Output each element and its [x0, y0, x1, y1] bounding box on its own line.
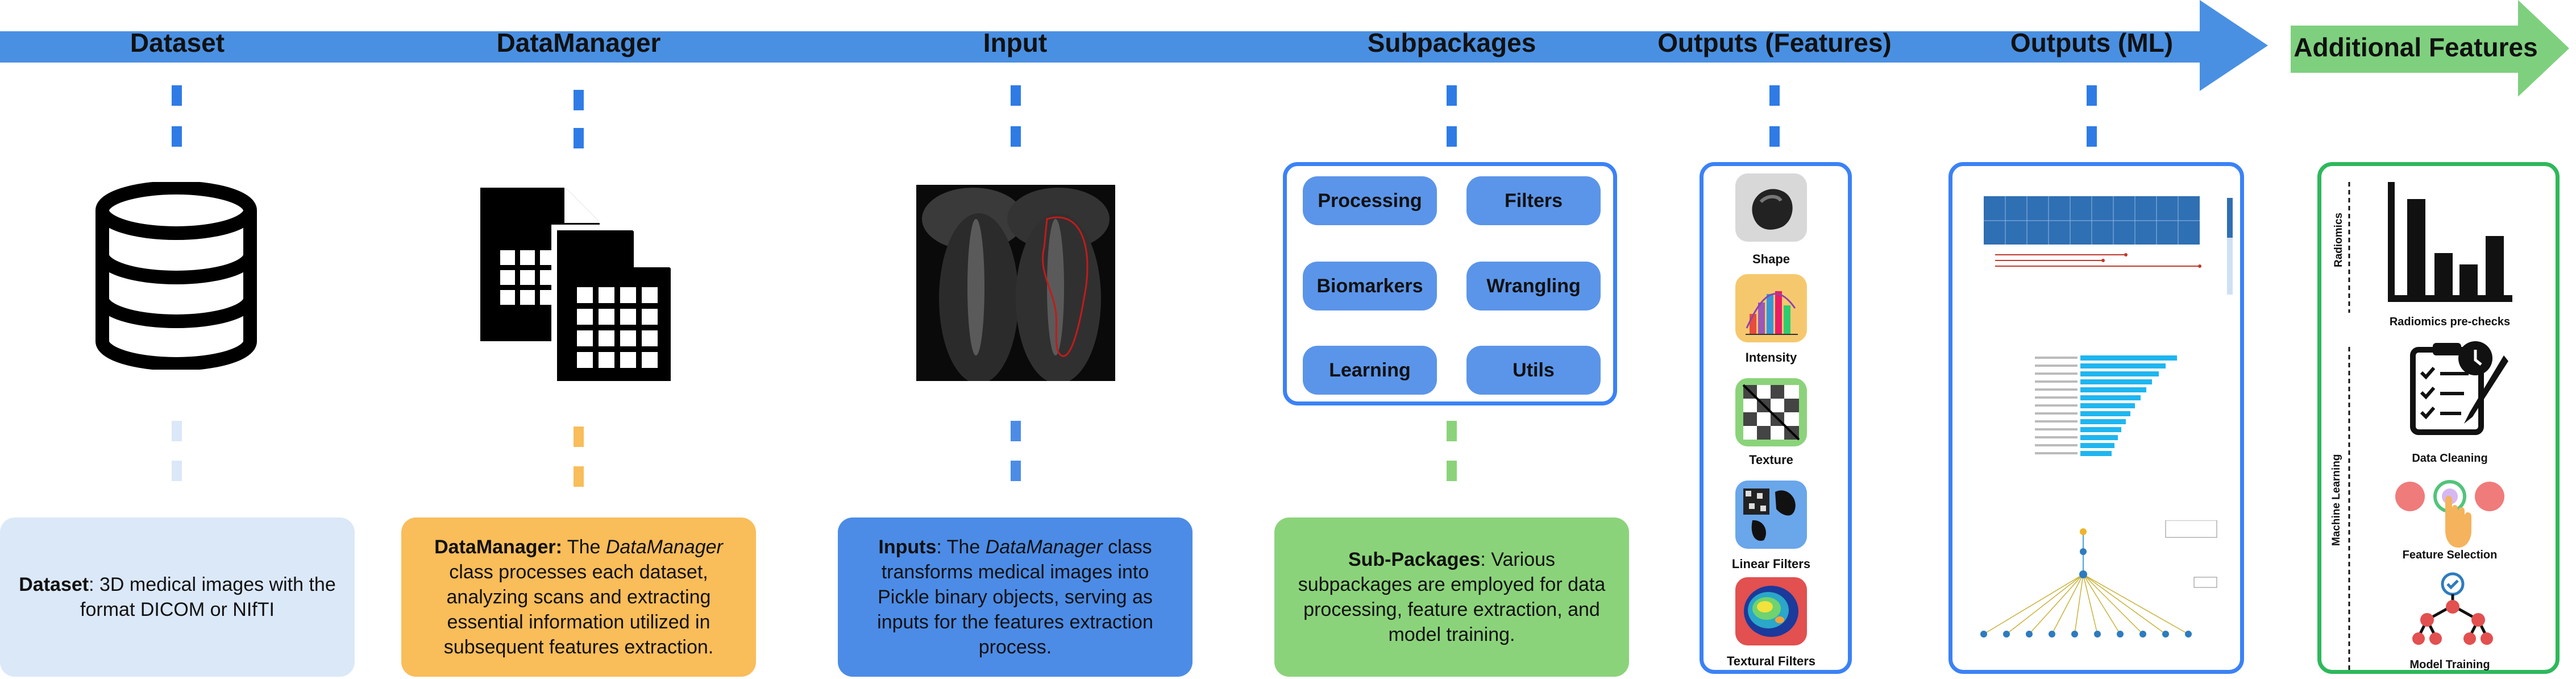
description-inputs: Inputs: The DataManager class transforms…: [838, 517, 1193, 677]
decision-tree-thumbnail: [1980, 520, 2217, 637]
additional-label-radiomics-prechecks: Radiomics pre-checks: [2389, 316, 2511, 328]
heatmap-chart-thumbnail: [1984, 196, 2233, 295]
connector-dash: [2087, 85, 2097, 106]
connector-dash: [1447, 421, 1457, 441]
stage-title-outputs-features: Outputs (Features): [1657, 28, 1892, 57]
connector-dash: [2087, 126, 2097, 147]
connector-dash: [1769, 126, 1780, 147]
desc-datamanager-italic: DataManager: [605, 536, 723, 558]
connector-dash: [1447, 85, 1457, 106]
database-icon: [95, 182, 257, 370]
pipeline-arrow: [0, 0, 2268, 91]
feature-label-textural-filters: Textural Filters: [1726, 654, 1816, 668]
desc-inputs-bold: Inputs: [878, 536, 937, 558]
desc-inputs-pre: : The: [936, 536, 986, 558]
feature-label-linear-filters: Linear Filters: [1731, 557, 1811, 571]
subpackage-filters[interactable]: Filters: [1466, 176, 1601, 225]
connector-dash: [574, 466, 584, 487]
ml-outputs-frame: [1948, 162, 2244, 674]
model-training-icon: [2412, 572, 2493, 645]
feature-selection-icon: [2395, 480, 2504, 548]
connector-dash: [574, 90, 584, 110]
texture-icon: [1735, 378, 1807, 446]
spreadsheet-files-icon: [480, 188, 674, 387]
connector-dash: [574, 427, 584, 447]
shape-icon: [1735, 173, 1807, 242]
connector-dash: [574, 128, 584, 148]
stage-title-additional-features: Additional Features: [2294, 32, 2538, 62]
additional-label-model-training: Model Training: [2409, 659, 2490, 671]
subpackage-wrangling[interactable]: Wrangling: [1466, 262, 1601, 310]
description-datamanager: DataManager: The DataManager class proce…: [401, 517, 756, 677]
feature-importance-chart-thumbnail: [2035, 355, 2177, 456]
subpackage-biomarkers[interactable]: Biomarkers: [1303, 262, 1437, 310]
description-subpackages: Sub-Packages: Various subpackages are em…: [1274, 517, 1629, 677]
desc-dataset-text: : 3D medical images with the format DICO…: [80, 574, 336, 620]
connector-dash: [1011, 461, 1021, 481]
intensity-histogram-icon: [1735, 274, 1807, 342]
checklist-icon: [2410, 341, 2508, 435]
additional-features-frame: [2317, 162, 2560, 674]
section-label-machine-learning: Machine Learning: [2330, 454, 2342, 546]
connector-dash: [172, 421, 182, 441]
desc-datamanager-text: class processes each dataset, analyzing …: [443, 561, 714, 658]
subpackage-utils[interactable]: Utils: [1466, 346, 1601, 395]
connector-dash: [172, 85, 182, 106]
desc-dataset-bold: Dataset: [19, 574, 89, 595]
linear-filters-icon: [1735, 481, 1807, 549]
feature-label-intensity: Intensity: [1745, 350, 1797, 365]
stage-title-subpackages: Subpackages: [1367, 28, 1536, 57]
connector-dash: [1769, 85, 1780, 106]
section-divider: [2348, 182, 2350, 671]
connector-dash: [1011, 85, 1021, 106]
stage-title-datamanager: DataManager: [496, 28, 661, 57]
description-dataset: Dataset: 3D medical images with the form…: [0, 517, 355, 677]
stage-title-input: Input: [983, 28, 1048, 57]
connector-dash: [1447, 461, 1457, 481]
subpackage-processing[interactable]: Processing: [1303, 176, 1437, 225]
desc-datamanager-pre: The: [562, 536, 606, 558]
connector-dash: [172, 461, 182, 481]
desc-subpackages-bold: Sub-Packages: [1348, 549, 1481, 570]
feature-label-shape: Shape: [1752, 252, 1790, 266]
feature-label-texture: Texture: [1749, 453, 1793, 467]
desc-inputs-text: class transforms medical images into Pic…: [877, 536, 1153, 658]
stage-title-dataset: Dataset: [130, 28, 225, 57]
additional-arrow: [2291, 0, 2569, 97]
bar-chart-icon: [2388, 182, 2512, 302]
medical-scan-image: [916, 185, 1115, 381]
additional-label-feature-selection: Feature Selection: [2402, 549, 2498, 561]
subpackage-learning[interactable]: Learning: [1303, 346, 1437, 395]
section-label-radiomics: Radiomics: [2333, 212, 2345, 267]
connector-dash: [1011, 126, 1021, 147]
textural-filters-icon: [1735, 577, 1807, 645]
desc-datamanager-bold: DataManager:: [434, 536, 562, 558]
connector-dash: [1447, 126, 1457, 147]
connector-dash: [1011, 421, 1021, 441]
additional-label-data-cleaning: Data Cleaning: [2412, 452, 2488, 465]
stage-title-outputs-ml: Outputs (ML): [2010, 28, 2174, 57]
desc-inputs-italic: DataManager: [985, 536, 1103, 558]
desc-subpackages-text: : Various subpackages are employed for d…: [1298, 549, 1606, 645]
connector-dash: [172, 126, 182, 147]
